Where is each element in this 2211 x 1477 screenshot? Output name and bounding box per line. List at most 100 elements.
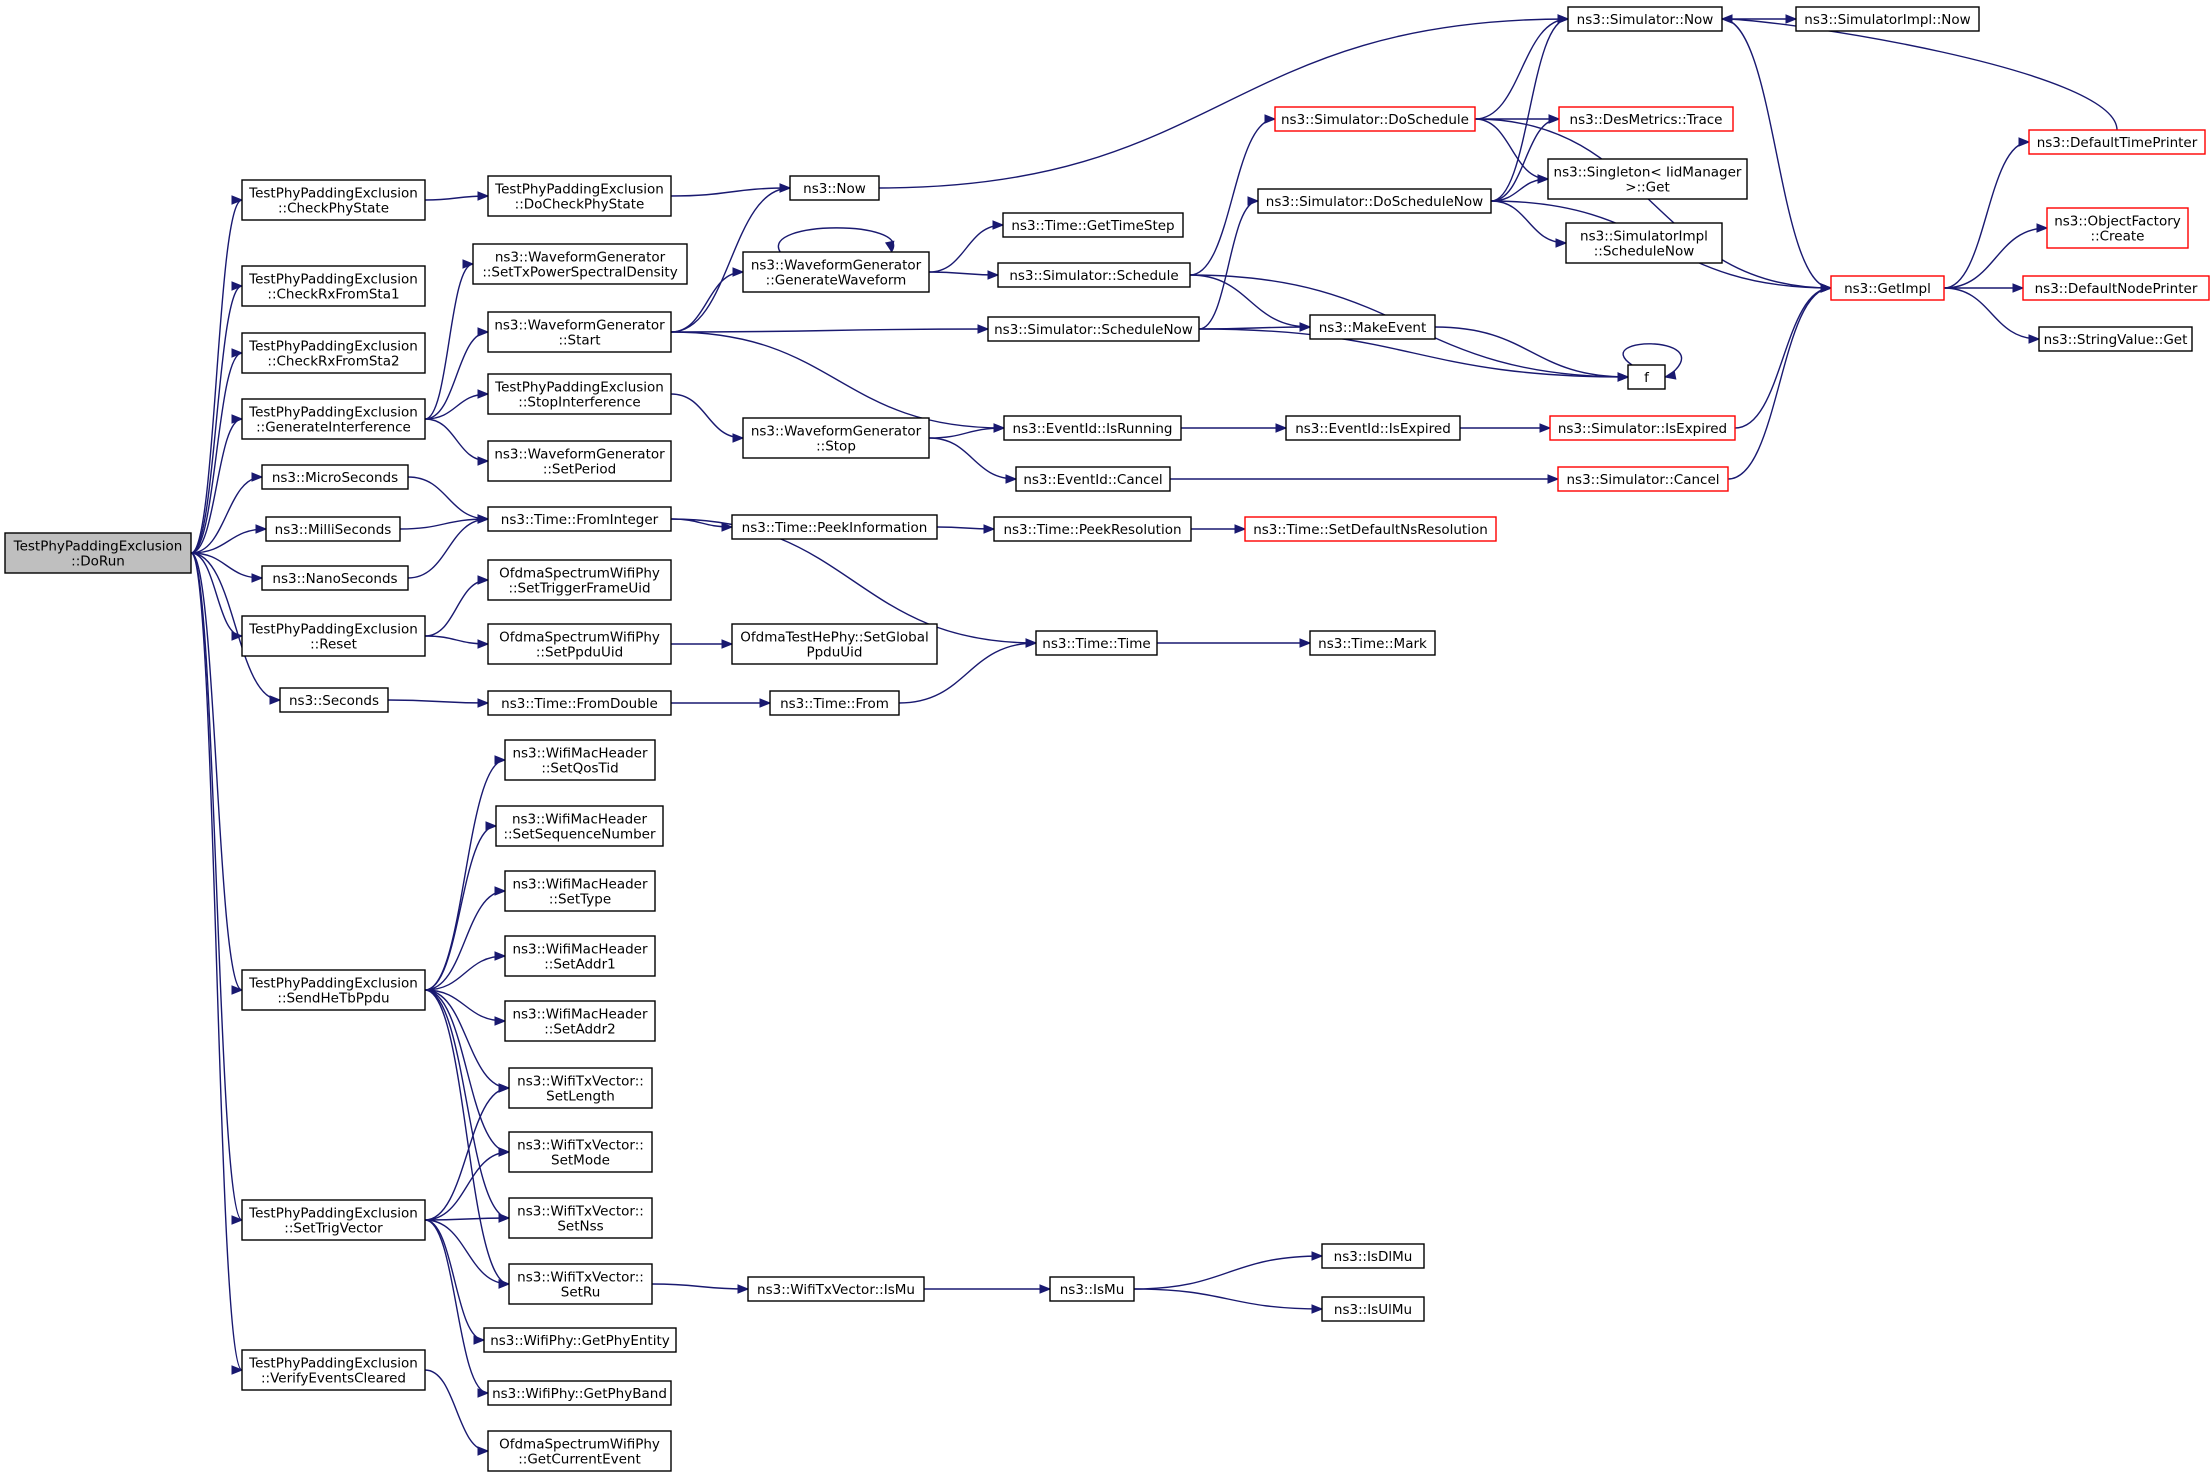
node-stringvalueget[interactable]: ns3::StringValue::Get xyxy=(2038,326,2193,352)
node-ns3now[interactable]: ns3::Now xyxy=(789,175,880,201)
node-settxpsd[interactable]: ns3::WaveformGenerator::SetTxPowerSpectr… xyxy=(472,243,688,285)
node-simimplschednow[interactable]: ns3::SimulatorImpl::ScheduleNow xyxy=(1565,222,1723,264)
node-desmetrics[interactable]: ns3::DesMetrics::Trace xyxy=(1558,106,1734,132)
node-defaulttimeprinter[interactable]: ns3::DefaultTimePrinter xyxy=(2028,129,2206,155)
node-docheckphystate[interactable]: TestPhyPaddingExclusion::DoCheckPhyState xyxy=(487,175,672,217)
node-makeevent[interactable]: ns3::MakeEvent xyxy=(1309,314,1436,340)
node-setperiod[interactable]: ns3::WaveformGenerator::SetPeriod xyxy=(487,440,672,482)
arrowhead xyxy=(477,191,490,201)
edge-sendhetb-settype xyxy=(424,890,506,991)
node-eventcancel[interactable]: ns3::EventId::Cancel xyxy=(1015,466,1171,492)
node-box xyxy=(504,739,656,781)
node-ismu[interactable]: ns3::IsMu xyxy=(1049,1276,1135,1302)
arrowhead xyxy=(477,327,490,337)
node-simimplnow[interactable]: ns3::SimulatorImpl::Now xyxy=(1795,6,1980,32)
node-isdlmu[interactable]: ns3::IsDlMu xyxy=(1321,1243,1425,1269)
arrowhead xyxy=(1039,1284,1052,1294)
node-label: ns3::Seconds xyxy=(289,693,379,709)
node-settrigger[interactable]: OfdmaSpectrumWifiPhy::SetTriggerFrameUid xyxy=(487,559,672,601)
node-setru[interactable]: ns3::WifiTxVector::SetRu xyxy=(508,1263,653,1305)
node-setqostid[interactable]: ns3::WifiMacHeader::SetQosTid xyxy=(504,739,656,781)
edge-doschedulenow-simimplschednow xyxy=(1490,200,1567,244)
node-box xyxy=(987,316,1200,342)
node-setaddr1[interactable]: ns3::WifiMacHeader::SetAddr1 xyxy=(504,935,656,977)
node-setlength[interactable]: ns3::WifiTxVector::SetLength xyxy=(508,1067,653,1109)
node-box xyxy=(504,1000,656,1042)
node-getimpl[interactable]: ns3::GetImpl xyxy=(1830,275,1945,301)
node-setseqnum[interactable]: ns3::WifiMacHeader::SetSequenceNumber xyxy=(495,805,664,847)
node-sendhetb[interactable]: TestPhyPaddingExclusion::SendHeTbPpdu xyxy=(241,969,426,1011)
node-getcurrentevent[interactable]: OfdmaSpectrumWifiPhy::GetCurrentEvent xyxy=(487,1430,672,1472)
node-isexpired[interactable]: ns3::EventId::IsExpired xyxy=(1285,415,1461,441)
node-label: ns3::DesMetrics::Trace xyxy=(1570,112,1723,128)
node-simschednow[interactable]: ns3::Simulator::ScheduleNow xyxy=(987,316,1200,342)
node-setdefaultns[interactable]: ns3::Time::SetDefaultNsResolution xyxy=(1244,516,1497,542)
node-simisexpired[interactable]: ns3::Simulator::IsExpired xyxy=(1549,415,1736,441)
node-box xyxy=(487,440,672,482)
node-settype[interactable]: ns3::WifiMacHeader::SetType xyxy=(504,870,656,912)
node-genwaveform[interactable]: ns3::WaveformGenerator::GenerateWaveform xyxy=(742,251,930,293)
node-setaddr2[interactable]: ns3::WifiMacHeader::SetAddr2 xyxy=(504,1000,656,1042)
node-doschedulenow[interactable]: ns3::Simulator::DoScheduleNow xyxy=(1257,188,1492,214)
node-seconds[interactable]: ns3::Seconds xyxy=(279,687,389,713)
arrowhead xyxy=(721,639,734,649)
node-isrunning[interactable]: ns3::EventId::IsRunning xyxy=(1003,415,1182,441)
node-dorun[interactable]: TestPhyPaddingExclusion::DoRun xyxy=(4,532,192,574)
node-timefrom[interactable]: ns3::Time::From xyxy=(769,690,900,716)
arrowhead xyxy=(1555,238,1568,248)
node-nanoseconds[interactable]: ns3::NanoSeconds xyxy=(261,565,409,591)
node-gettimestep[interactable]: ns3::Time::GetTimeStep xyxy=(1002,212,1184,238)
node-setmode[interactable]: ns3::WifiTxVector::SetMode xyxy=(508,1131,653,1173)
node-simcancel[interactable]: ns3::Simulator::Cancel xyxy=(1557,466,1729,492)
node-fromdouble[interactable]: ns3::Time::FromDouble xyxy=(487,690,672,716)
node-peekres[interactable]: ns3::Time::PeekResolution xyxy=(993,516,1192,542)
node-box xyxy=(1321,1243,1425,1269)
node-defaultnodeprinter[interactable]: ns3::DefaultNodePrinter xyxy=(2022,275,2210,301)
arrowhead xyxy=(992,220,1005,230)
node-settrigvector[interactable]: TestPhyPaddingExclusion::SetTrigVector xyxy=(241,1199,426,1241)
node-txismu[interactable]: ns3::WifiTxVector::IsMu xyxy=(747,1276,925,1302)
node-peekinfo[interactable]: ns3::Time::PeekInformation xyxy=(731,514,938,540)
node-microseconds[interactable]: ns3::MicroSeconds xyxy=(261,464,409,490)
node-checkrx1[interactable]: TestPhyPaddingExclusion::CheckRxFromSta1 xyxy=(241,265,426,307)
node-doschedule[interactable]: ns3::Simulator::DoSchedule xyxy=(1274,106,1476,132)
edges-layer xyxy=(190,14,2118,1456)
node-checkphystate[interactable]: TestPhyPaddingExclusion::CheckPhyState xyxy=(241,179,426,221)
node-milliseconds[interactable]: ns3::MilliSeconds xyxy=(265,516,401,542)
node-box xyxy=(504,935,656,977)
node-timemark[interactable]: ns3::Time::Mark xyxy=(1309,630,1436,656)
node-getphyentity[interactable]: ns3::WifiPhy::GetPhyEntity xyxy=(483,1327,677,1353)
edge-dorun-settrigvector xyxy=(190,552,243,1221)
node-frominteger[interactable]: ns3::Time::FromInteger xyxy=(487,506,672,532)
node-label: ns3::SimulatorImpl xyxy=(1580,229,1708,245)
node-wgstart[interactable]: ns3::WaveformGenerator::Start xyxy=(487,311,672,353)
node-geninterf[interactable]: TestPhyPaddingExclusion::GenerateInterfe… xyxy=(241,398,426,440)
node-timetime[interactable]: ns3::Time::Time xyxy=(1035,630,1158,656)
node-reset[interactable]: TestPhyPaddingExclusion::Reset xyxy=(241,615,426,657)
node-isulmu[interactable]: ns3::IsUlMu xyxy=(1321,1296,1425,1322)
node-verifyevents[interactable]: TestPhyPaddingExclusion::VerifyEventsCle… xyxy=(241,1349,426,1391)
edge-doschedule-singleton xyxy=(1474,118,1549,180)
node-simnow[interactable]: ns3::Simulator::Now xyxy=(1567,6,1723,32)
node-objectfactory[interactable]: ns3::ObjectFactory::Create xyxy=(2046,207,2189,249)
node-label: ns3::WaveformGenerator xyxy=(751,258,922,274)
node-box xyxy=(1830,275,1945,301)
node-label: SetNss xyxy=(557,1219,603,1235)
node-stopinterf[interactable]: TestPhyPaddingExclusion::StopInterferenc… xyxy=(487,373,672,415)
node-checkrx2[interactable]: TestPhyPaddingExclusion::CheckRxFromSta2 xyxy=(241,332,426,374)
arrowhead xyxy=(977,324,990,334)
node-setppduuid[interactable]: OfdmaSpectrumWifiPhy::SetPpduUid xyxy=(487,623,672,665)
node-label: ns3::Simulator::DoSchedule xyxy=(1281,112,1469,128)
edge-ismu-isdlmu xyxy=(1133,1255,1323,1290)
node-getphyband[interactable]: ns3::WifiPhy::GetPhyBand xyxy=(487,1380,672,1406)
node-box xyxy=(731,514,938,540)
node-wgstop[interactable]: ns3::WaveformGenerator::Stop xyxy=(742,417,930,459)
node-box xyxy=(241,179,426,221)
node-simschedule[interactable]: ns3::Simulator::Schedule xyxy=(997,262,1191,288)
node-box xyxy=(495,805,664,847)
node-singleton[interactable]: ns3::Singleton< IidManager>::Get xyxy=(1547,158,1748,200)
node-setnss[interactable]: ns3::WifiTxVector::SetNss xyxy=(508,1197,653,1239)
node-label: >::Get xyxy=(1625,180,1669,196)
node-f[interactable]: f xyxy=(1627,364,1666,390)
